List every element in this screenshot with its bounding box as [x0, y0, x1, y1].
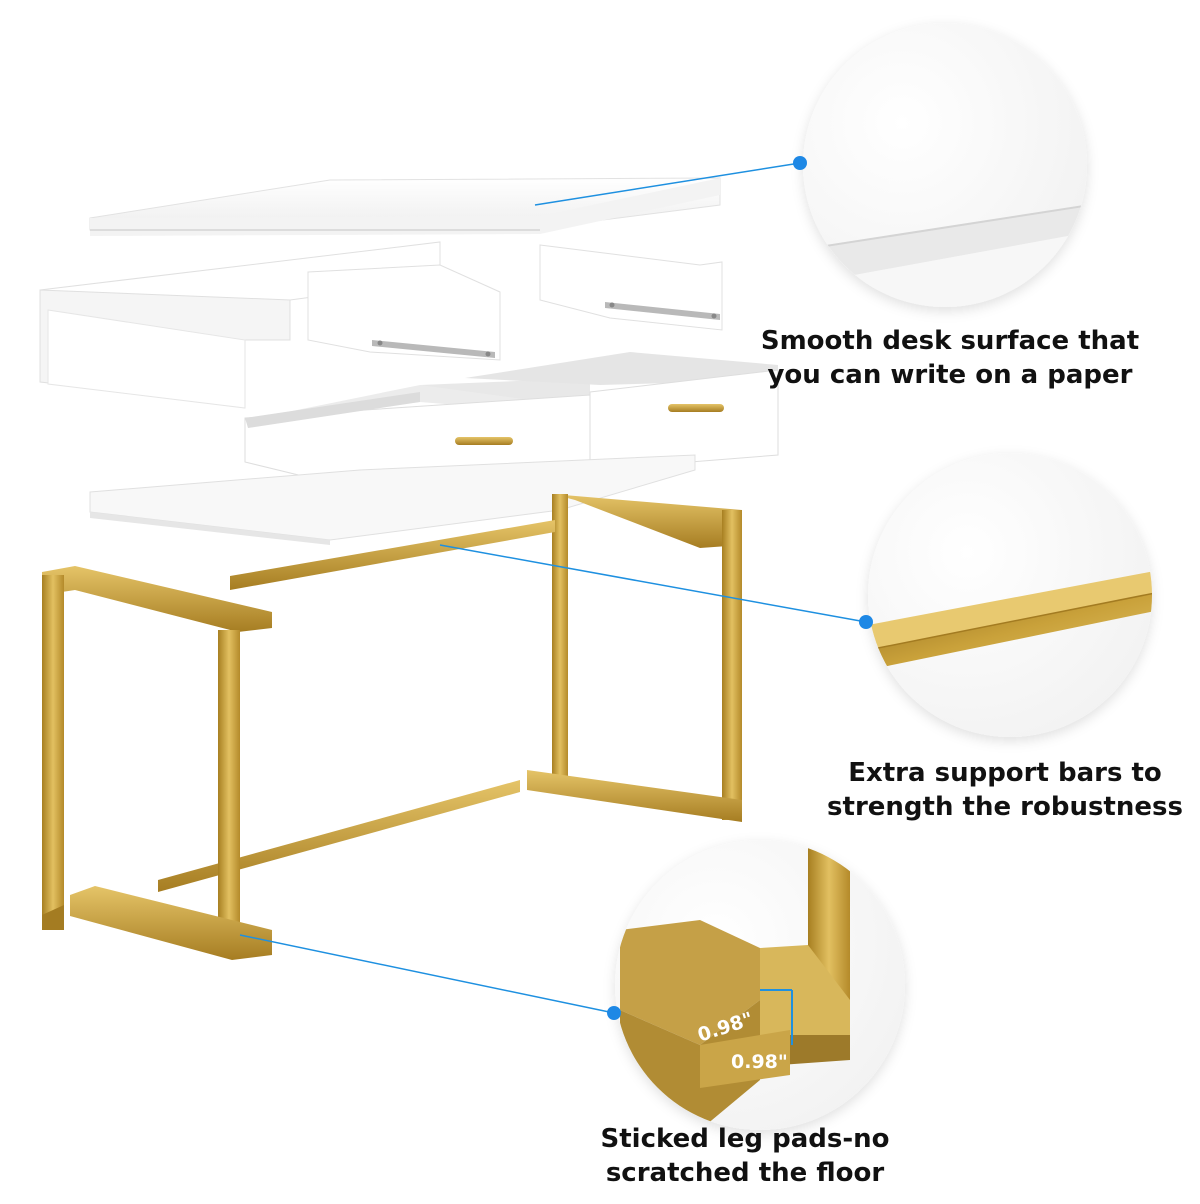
- callout-pad-detail: [615, 840, 905, 1130]
- caption-bars-line1: Extra support bars to: [848, 758, 1162, 788]
- caption-pads-line2: scratched the floor: [605, 1158, 885, 1188]
- bottom-panel: [89, 454, 696, 545]
- caption-bars-line2: strength the robustness: [827, 792, 1183, 822]
- drawer-right: [465, 352, 779, 471]
- callout-dot-surface: [793, 156, 807, 170]
- callout-line-pads: [239, 934, 615, 1014]
- drawer-handle-right: [668, 404, 724, 412]
- callout-dot-pads: [607, 1006, 621, 1020]
- callout-line-bars: [439, 544, 867, 623]
- caption-pads-line1: Sticked leg pads-no: [600, 1124, 890, 1154]
- callout-lines: [239, 156, 873, 1020]
- feature-caption-pads: Sticked leg pads-no scratched the floor: [575, 1122, 915, 1190]
- caption-surface-line2: you can write on a paper: [767, 360, 1133, 390]
- drawer-side-panel-left: [307, 264, 501, 361]
- drawer-side-panel-right: [539, 244, 723, 331]
- caption-surface-line1: Smooth desk surface that: [760, 326, 1140, 356]
- desk-top-panel: [89, 177, 721, 236]
- drawer-left: [244, 378, 591, 491]
- callout-dot-bars: [859, 615, 873, 629]
- feature-caption-bars: Extra support bars to strength the robus…: [810, 756, 1200, 824]
- feature-caption-surface: Smooth desk surface that you can write o…: [750, 324, 1150, 392]
- gold-frame: [42, 494, 742, 960]
- drawer-handle-left: [455, 437, 513, 445]
- dimension-label-height: 0.98": [731, 1051, 788, 1073]
- callout-surface-detail: [803, 23, 1087, 307]
- drawer-frame: [39, 241, 441, 409]
- callout-line-surface: [534, 162, 801, 206]
- callout-bar-detail: [868, 453, 1152, 737]
